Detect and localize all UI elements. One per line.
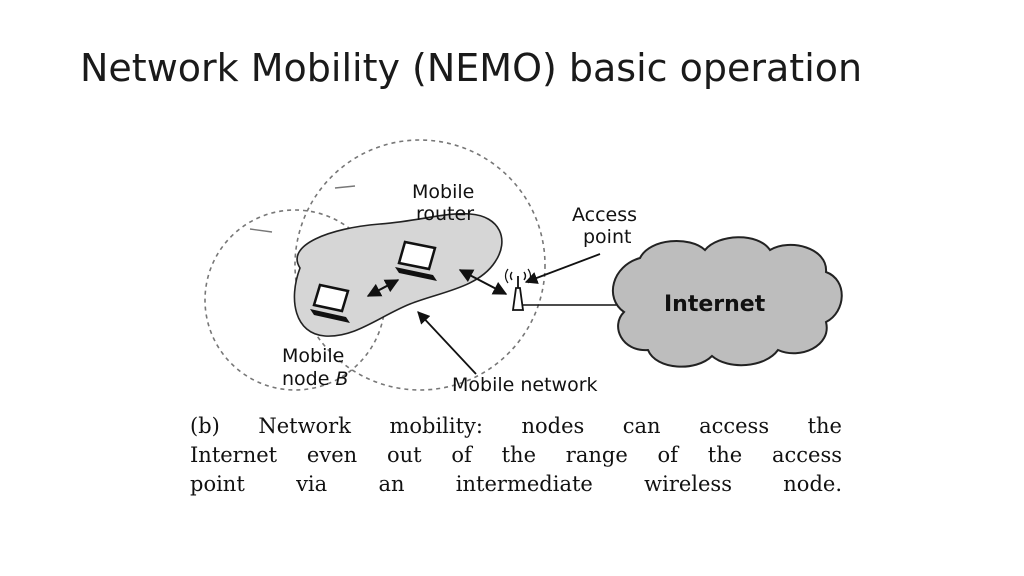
mobile-node-label-line1: Mobile: [282, 345, 344, 367]
slide-title: Network Mobility (NEMO) basic operation: [80, 46, 863, 90]
access-point-label-line1: Access: [572, 204, 637, 226]
access-point-label-line2: point: [583, 226, 631, 248]
mobile-router-label-line1: Mobile: [412, 181, 474, 203]
circle-tick: [249, 228, 273, 233]
figure-caption: (b) Network mobility: nodes can access t…: [190, 412, 842, 499]
pointer-arrow-mobile-network: [417, 311, 477, 375]
internet-label: Internet: [664, 292, 766, 317]
link-arrow: [458, 269, 508, 295]
link-arrow: [366, 279, 400, 297]
pointer-arrow-access-point: [524, 253, 601, 284]
circle-tick: [334, 185, 356, 189]
access-point-icon: [504, 268, 532, 311]
mobile-node-label-line2: node B: [282, 368, 349, 390]
caption-line: point via an intermediate wireless node.: [190, 472, 842, 496]
laptop-icon: [395, 240, 437, 281]
mobile-router-label-line2: router: [416, 203, 474, 225]
laptop-icon: [310, 283, 350, 323]
caption-line: Internet even out of the range of the ac…: [190, 443, 842, 467]
range-circle-mobile-router: [294, 139, 546, 391]
mobile-network-area: [293, 212, 503, 337]
mobile-network-label: Mobile network: [452, 374, 598, 396]
internet-cloud: [611, 236, 843, 368]
caption-line: (b) Network mobility: nodes can access t…: [190, 414, 842, 438]
